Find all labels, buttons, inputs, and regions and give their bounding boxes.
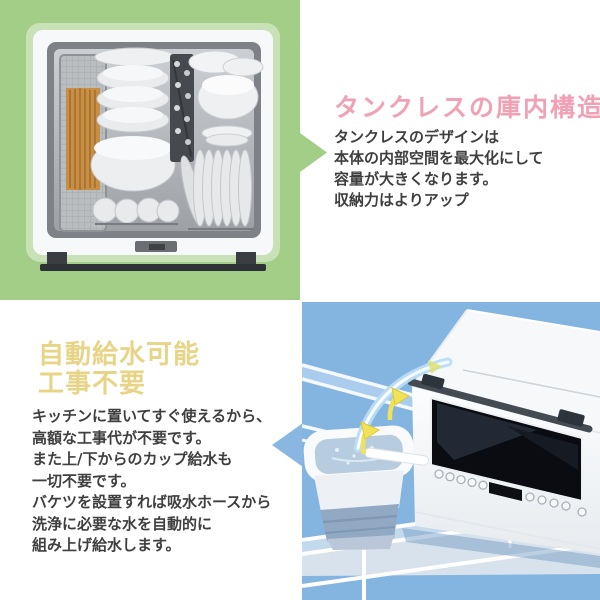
kitchen-scene-illustration bbox=[302, 302, 600, 600]
stand-foot-right bbox=[236, 252, 256, 266]
green-arrow-icon bbox=[300, 133, 327, 172]
autowater-heading: 自動給水可能工事不要 bbox=[38, 340, 201, 399]
display-screen bbox=[489, 482, 522, 501]
stand-foot-left bbox=[47, 252, 67, 266]
tankless-body-line: 本体の内部空間を最大化にして bbox=[334, 149, 544, 167]
plate-rack bbox=[180, 149, 254, 230]
tankless-body-line: タンクレスのデザインは bbox=[334, 128, 500, 146]
stand-bar bbox=[40, 264, 266, 271]
tankless-body-line: 容量が大きくなります。 bbox=[334, 170, 498, 188]
dishwasher-front bbox=[407, 309, 600, 554]
cup-group bbox=[188, 50, 264, 147]
autowater-body-line: 組み上げ給水します。 bbox=[32, 536, 181, 554]
bowl-stack bbox=[90, 47, 180, 225]
autowater-body-line: 洗浄に必要な水を自動的に bbox=[32, 514, 213, 533]
dishwasher-interior-illustration bbox=[0, 0, 300, 300]
autowater-photo bbox=[302, 302, 600, 600]
autowater-body-line: 一切不要です。 bbox=[32, 471, 136, 490]
tankless-body-line: 収納力はよりアップ bbox=[334, 191, 469, 209]
water-flow-arrow-icon bbox=[387, 387, 411, 421]
cutlery-basket bbox=[170, 54, 194, 162]
door-window bbox=[430, 396, 583, 503]
water-bucket bbox=[303, 425, 415, 550]
autowater-text-block: 自動給水可能工事不要 キッチンに置いてすぐ使えるから、 高額な工事代が不要です。… bbox=[32, 341, 302, 557]
tankless-text-block: タンクレスの庫内構造 タンクレスのデザインは 本体の内部空間を最大化にして 容量… bbox=[334, 93, 600, 211]
autowater-body-line: 高額な工事代が不要です。 bbox=[32, 428, 211, 447]
handle-bar bbox=[407, 373, 593, 433]
chopstick-basket bbox=[59, 54, 107, 232]
tankless-heading: タンクレスの庫内構造 bbox=[334, 93, 600, 122]
autowater-body-line: バケツを設置すれば吸水ホースから bbox=[32, 493, 272, 511]
water-flow-arrow-icon bbox=[428, 360, 442, 374]
autowater-body-line: キッチンに置いてすぐ使えるから、 bbox=[32, 407, 272, 425]
water-flow-arrow-icon bbox=[360, 421, 381, 455]
autowater-body-line: また上/下からのカップ給水も bbox=[32, 450, 233, 468]
control-panel bbox=[434, 469, 587, 517]
tankless-interior-photo bbox=[0, 0, 300, 300]
